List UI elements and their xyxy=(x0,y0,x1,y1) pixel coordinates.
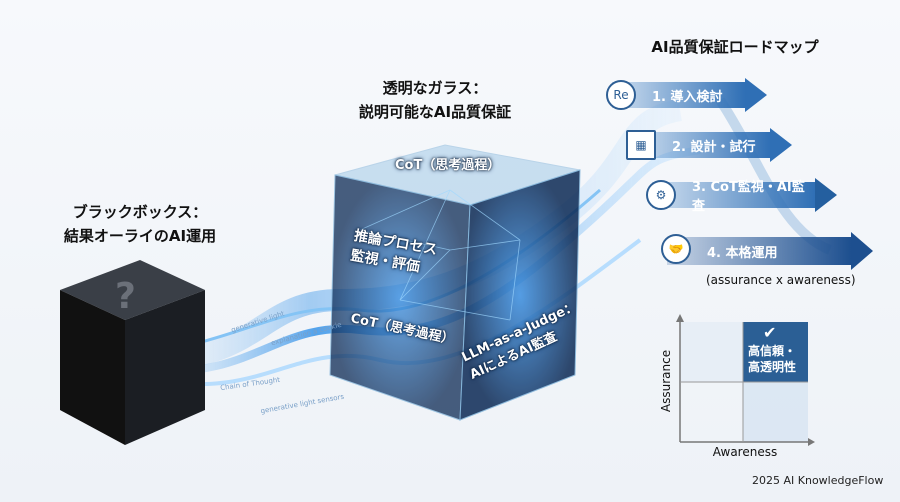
top-face-label: CoT（思考過程） xyxy=(395,158,501,173)
check-icon: ✔ xyxy=(763,323,777,342)
quadrant-chart xyxy=(676,314,815,446)
black-box-title: ブラックボックス： 結果オーライのAI運用 xyxy=(40,200,240,248)
roadmap-step-2[interactable]: ▦ 2. 設計・試行 xyxy=(626,128,792,162)
black-box-cube xyxy=(60,260,205,445)
roadmap-title: AI品質保証ロードマップ xyxy=(651,38,819,56)
step-label: 3. CoT監視・AI監査 xyxy=(652,180,815,214)
glass-cube xyxy=(329,144,581,421)
brain-magnifier-icon: ⚙ xyxy=(646,180,676,210)
roadmap-curve xyxy=(715,97,833,255)
question-mark-icon: ? xyxy=(115,276,136,317)
step4-note: (assurance x awareness) xyxy=(706,273,856,287)
title-line: 透明なガラス： xyxy=(382,79,488,97)
roadmap-step-1[interactable]: Re 1. 導入検討 xyxy=(606,78,767,112)
roadmap-step-4[interactable]: 🤝 4. 本格運用 xyxy=(661,232,873,270)
footer-credit: 2025 AI KnowledgeFlow xyxy=(752,474,884,487)
glass-box-title: 透明なガラス： 説明可能なAI品質保証 xyxy=(335,76,535,124)
highlight-line: 高信頼・ xyxy=(748,344,797,358)
title-line: 説明可能なAI品質保証 xyxy=(358,103,512,121)
roadmap-step-3[interactable]: ⚙ 3. CoT監視・AI監査 xyxy=(646,178,837,214)
step-label: 4. 本格運用 xyxy=(667,237,851,265)
magnifier-icon: Re xyxy=(606,80,636,110)
x-axis-label: Awareness xyxy=(712,445,778,459)
blueprint-icon: ▦ xyxy=(626,130,656,160)
handshake-shield-icon: 🤝 xyxy=(661,234,691,264)
quadrant-highlight: 高信頼・ 高透明性 xyxy=(748,343,796,375)
y-axis-label: Assurance xyxy=(659,349,673,413)
title-line: ブラックボックス： xyxy=(72,203,208,221)
title-line: 結果オーライのAI運用 xyxy=(63,227,217,245)
highlight-line: 高透明性 xyxy=(748,360,797,374)
